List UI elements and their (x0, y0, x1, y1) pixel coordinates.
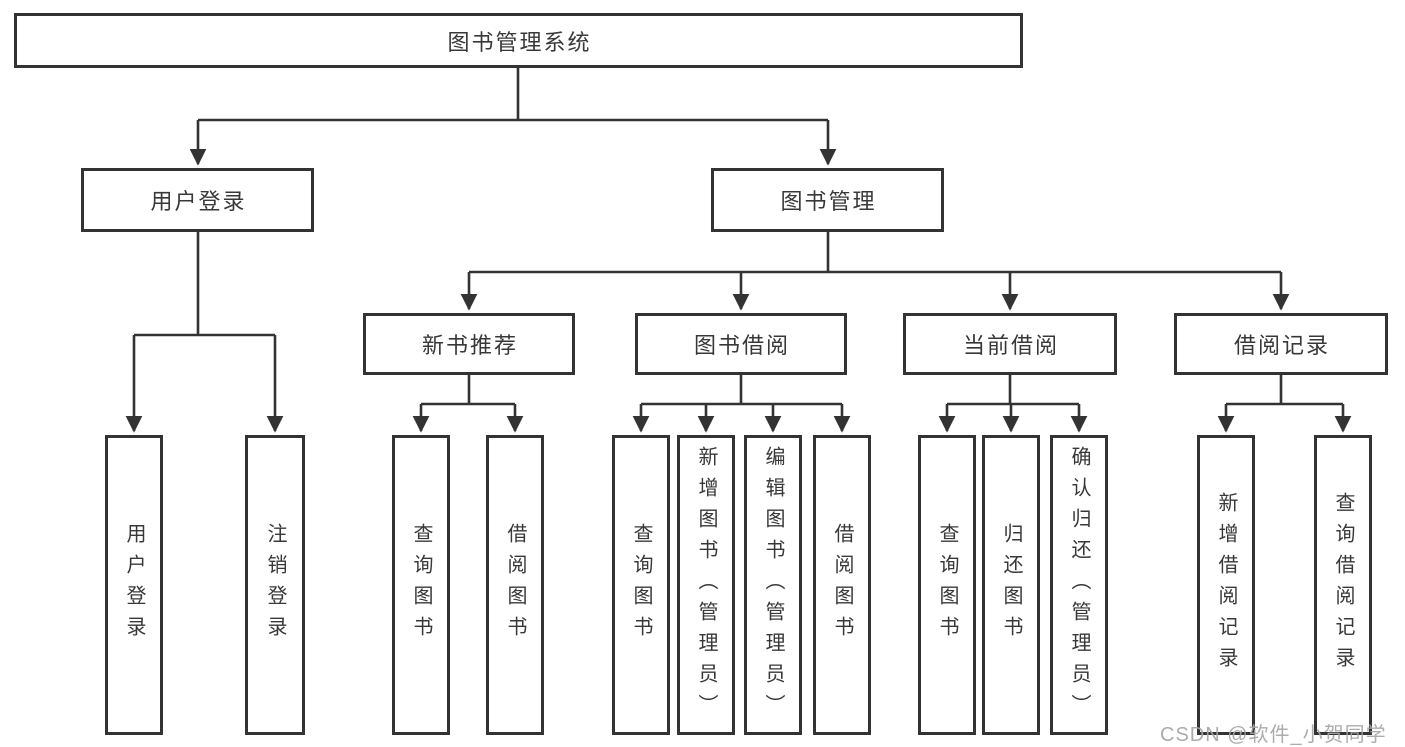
leaf-user-login: 用户登录 (105, 435, 163, 735)
leaf-add-borrow-record: 新增借阅记录 (1197, 435, 1255, 735)
leaf-edit-book-admin: 编辑图书（管理员） (744, 435, 802, 735)
connector-borrow-records-to-leaves (1217, 375, 1352, 433)
leaf-search-books-borrowing: 查询图书 (612, 435, 670, 735)
connector-current-borrow-to-leaves (938, 375, 1088, 433)
node-borrow-records: 借阅记录 (1174, 313, 1388, 375)
node-label: 查询借阅记录 (1332, 492, 1354, 678)
node-book-management: 图书管理 (711, 168, 944, 232)
leaf-confirm-return-admin: 确认归还（管理员） (1050, 435, 1108, 735)
connector-root-to-level2 (189, 68, 837, 166)
node-book-borrowing: 图书借阅 (635, 313, 847, 375)
leaf-search-books-recommend: 查询图书 (392, 435, 450, 735)
node-current-borrowing: 当前借阅 (903, 313, 1117, 375)
node-label: 图书管理系统 (447, 29, 592, 55)
node-new-book-recommend: 新书推荐 (363, 313, 575, 375)
leaf-search-borrow-record: 查询借阅记录 (1314, 435, 1372, 735)
connector-user-login-to-leaves (125, 232, 284, 433)
node-user-login: 用户登录 (81, 168, 314, 232)
node-label: 新书推荐 (421, 333, 518, 358)
node-label: 编辑图书（管理员） (762, 445, 784, 725)
node-label: 借阅图书 (831, 523, 853, 647)
leaf-borrow-books-recommend: 借阅图书 (486, 435, 544, 735)
connector-book-borrow-to-leaves (632, 375, 851, 433)
connector-book-mgmt-to-level3 (460, 232, 1290, 311)
connector-new-books-to-leaves (412, 375, 524, 433)
node-label: 图书管理 (780, 189, 877, 214)
node-library-management-system: 图书管理系统 (14, 13, 1023, 68)
leaf-add-book-admin: 新增图书（管理员） (677, 435, 735, 735)
node-label: 图书借阅 (693, 333, 790, 358)
node-label: 当前借阅 (962, 333, 1059, 358)
leaf-search-books-current: 查询图书 (918, 435, 976, 735)
leaf-borrow-books: 借阅图书 (813, 435, 871, 735)
node-label: 查询图书 (410, 523, 432, 647)
csdn-watermark: CSDN @软件_小贺同学 (1160, 724, 1387, 746)
node-label: 用户登录 (150, 189, 247, 214)
leaf-logout: 注销登录 (245, 435, 305, 735)
node-label: 确认归还（管理员） (1068, 445, 1090, 725)
node-label: 新增图书（管理员） (695, 445, 717, 725)
node-label: 查询图书 (936, 523, 958, 647)
node-label: 归还图书 (1000, 523, 1022, 647)
node-label: 用户登录 (123, 523, 145, 647)
node-label: 新增借阅记录 (1215, 492, 1237, 678)
node-label: 借阅记录 (1233, 333, 1330, 358)
node-label: 注销登录 (264, 523, 286, 647)
leaf-return-books: 归还图书 (982, 435, 1040, 735)
node-label: 借阅图书 (504, 523, 526, 647)
node-label: 查询图书 (630, 523, 652, 647)
